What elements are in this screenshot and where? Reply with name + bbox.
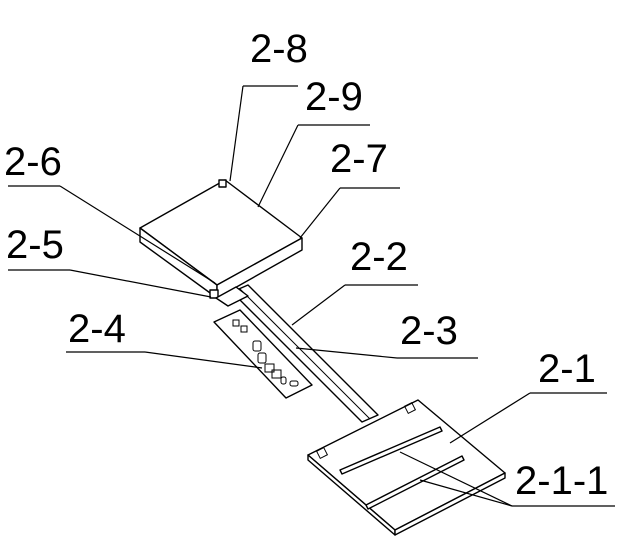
leader-lines	[8, 85, 615, 507]
label-2-3: 2-3	[400, 309, 458, 353]
label-2-2: 2-2	[350, 235, 408, 279]
label-2-1-1: 2-1-1	[515, 459, 608, 503]
top-housing	[139, 179, 303, 307]
label-2-6: 2-6	[4, 140, 62, 184]
base-plate	[307, 399, 506, 536]
support-column	[231, 284, 379, 423]
label-2-8: 2-8	[250, 27, 308, 71]
label-2-9: 2-9	[305, 75, 363, 119]
label-2-1: 2-1	[538, 347, 596, 391]
rear-port-panel	[213, 309, 313, 399]
label-2-4: 2-4	[68, 307, 126, 351]
label-2-5: 2-5	[6, 223, 64, 267]
label-2-7: 2-7	[330, 137, 388, 181]
